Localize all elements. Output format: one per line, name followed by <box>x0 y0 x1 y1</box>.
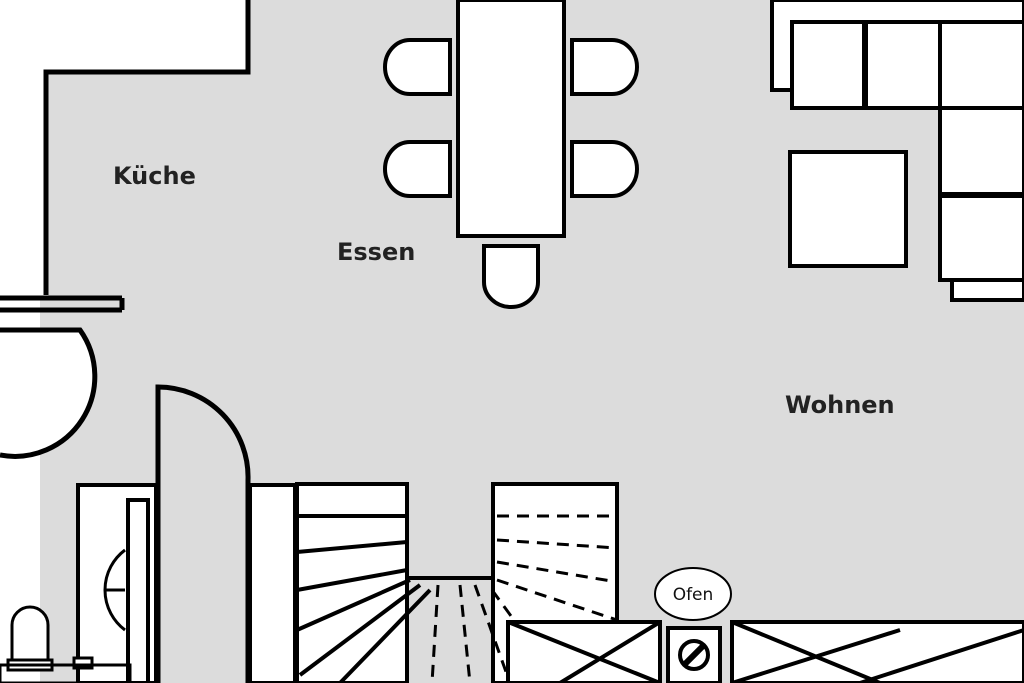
room-label-kitchen: Küche <box>113 162 196 190</box>
dining-table <box>456 0 566 238</box>
coffee-table <box>788 150 908 268</box>
stove <box>654 567 732 683</box>
bathroom-fixtures <box>0 548 132 683</box>
door-swing-left <box>0 327 98 459</box>
room-label-living: Wohnen <box>785 391 895 419</box>
lower-walls <box>76 483 297 683</box>
stove-label: Ofen <box>673 585 714 605</box>
door-swing-center <box>155 384 251 683</box>
walls <box>0 0 251 313</box>
cabinets <box>506 620 1024 683</box>
dining-set <box>383 0 639 309</box>
living-furniture <box>770 0 1024 302</box>
stove-label-bubble <box>654 567 732 621</box>
outside-area <box>0 0 44 300</box>
staircase <box>295 482 492 683</box>
room-label-dining: Essen <box>337 238 415 266</box>
